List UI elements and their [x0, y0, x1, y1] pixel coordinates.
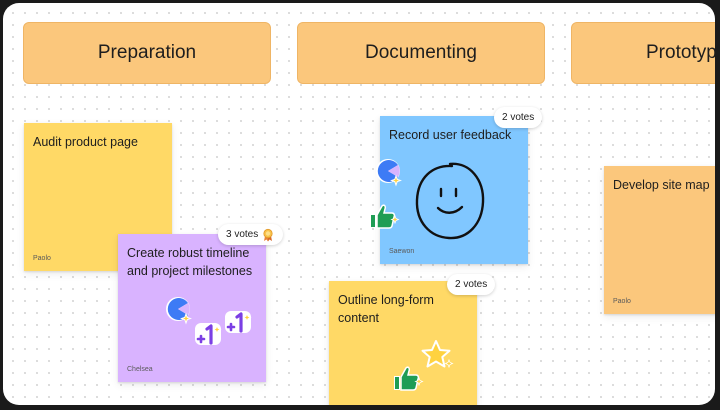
sticky-title: Record user feedback [389, 128, 512, 142]
sticky-author: Chelsea [127, 366, 153, 373]
sticky-author: Saewon [389, 248, 415, 255]
section-header-documenting[interactable]: Documenting [297, 22, 545, 84]
sticky-title: Audit product page [33, 135, 138, 149]
sticky-author: Paolo [33, 255, 51, 262]
sticky-note-audit[interactable]: Audit product page Paolo [24, 123, 172, 271]
thumbs-up-sticker-icon[interactable] [367, 201, 401, 231]
vote-count: 2 votes [502, 112, 535, 123]
vote-badge-timeline[interactable]: 3 votes [218, 224, 284, 245]
sticky-note-feedback[interactable]: Record user feedback Saewon [380, 116, 528, 264]
vote-badge-outline[interactable]: 2 votes [447, 274, 496, 295]
pacman-sticker-icon[interactable] [374, 157, 406, 189]
section-header-preparation[interactable]: Preparation [23, 22, 271, 84]
sticky-title: Develop site map [613, 178, 710, 192]
whiteboard-canvas[interactable]: Preparation Documenting Prototyping Audi… [3, 3, 715, 405]
vote-badge-feedback[interactable]: 2 votes [494, 107, 543, 128]
sticky-author: Paolo [613, 298, 631, 305]
star-sticker-icon[interactable] [421, 339, 455, 371]
plus-one-sticker-icon[interactable] [193, 317, 225, 349]
smiley-face-drawing [415, 162, 485, 240]
section-title: Preparation [97, 42, 197, 63]
vote-count: 2 votes [455, 279, 488, 290]
sticky-note-timeline[interactable]: Create robust timeline and project miles… [118, 234, 266, 382]
plus-one-sticker-icon[interactable] [223, 305, 255, 337]
sticky-note-sitemap[interactable]: Develop site map Paolo [604, 166, 715, 314]
pacman-sticker-icon[interactable] [164, 295, 196, 327]
thumbs-up-sticker-icon[interactable] [391, 363, 425, 393]
sticky-title: Outline long-form content [338, 293, 434, 325]
sticky-title: Create robust timeline and project miles… [127, 246, 253, 278]
vote-count: 3 votes [226, 229, 259, 240]
section-header-prototyping[interactable]: Prototyping [571, 22, 715, 84]
section-title: Documenting [365, 42, 477, 63]
section-title: Prototyping [646, 42, 715, 63]
award-ribbon-icon [263, 228, 273, 241]
